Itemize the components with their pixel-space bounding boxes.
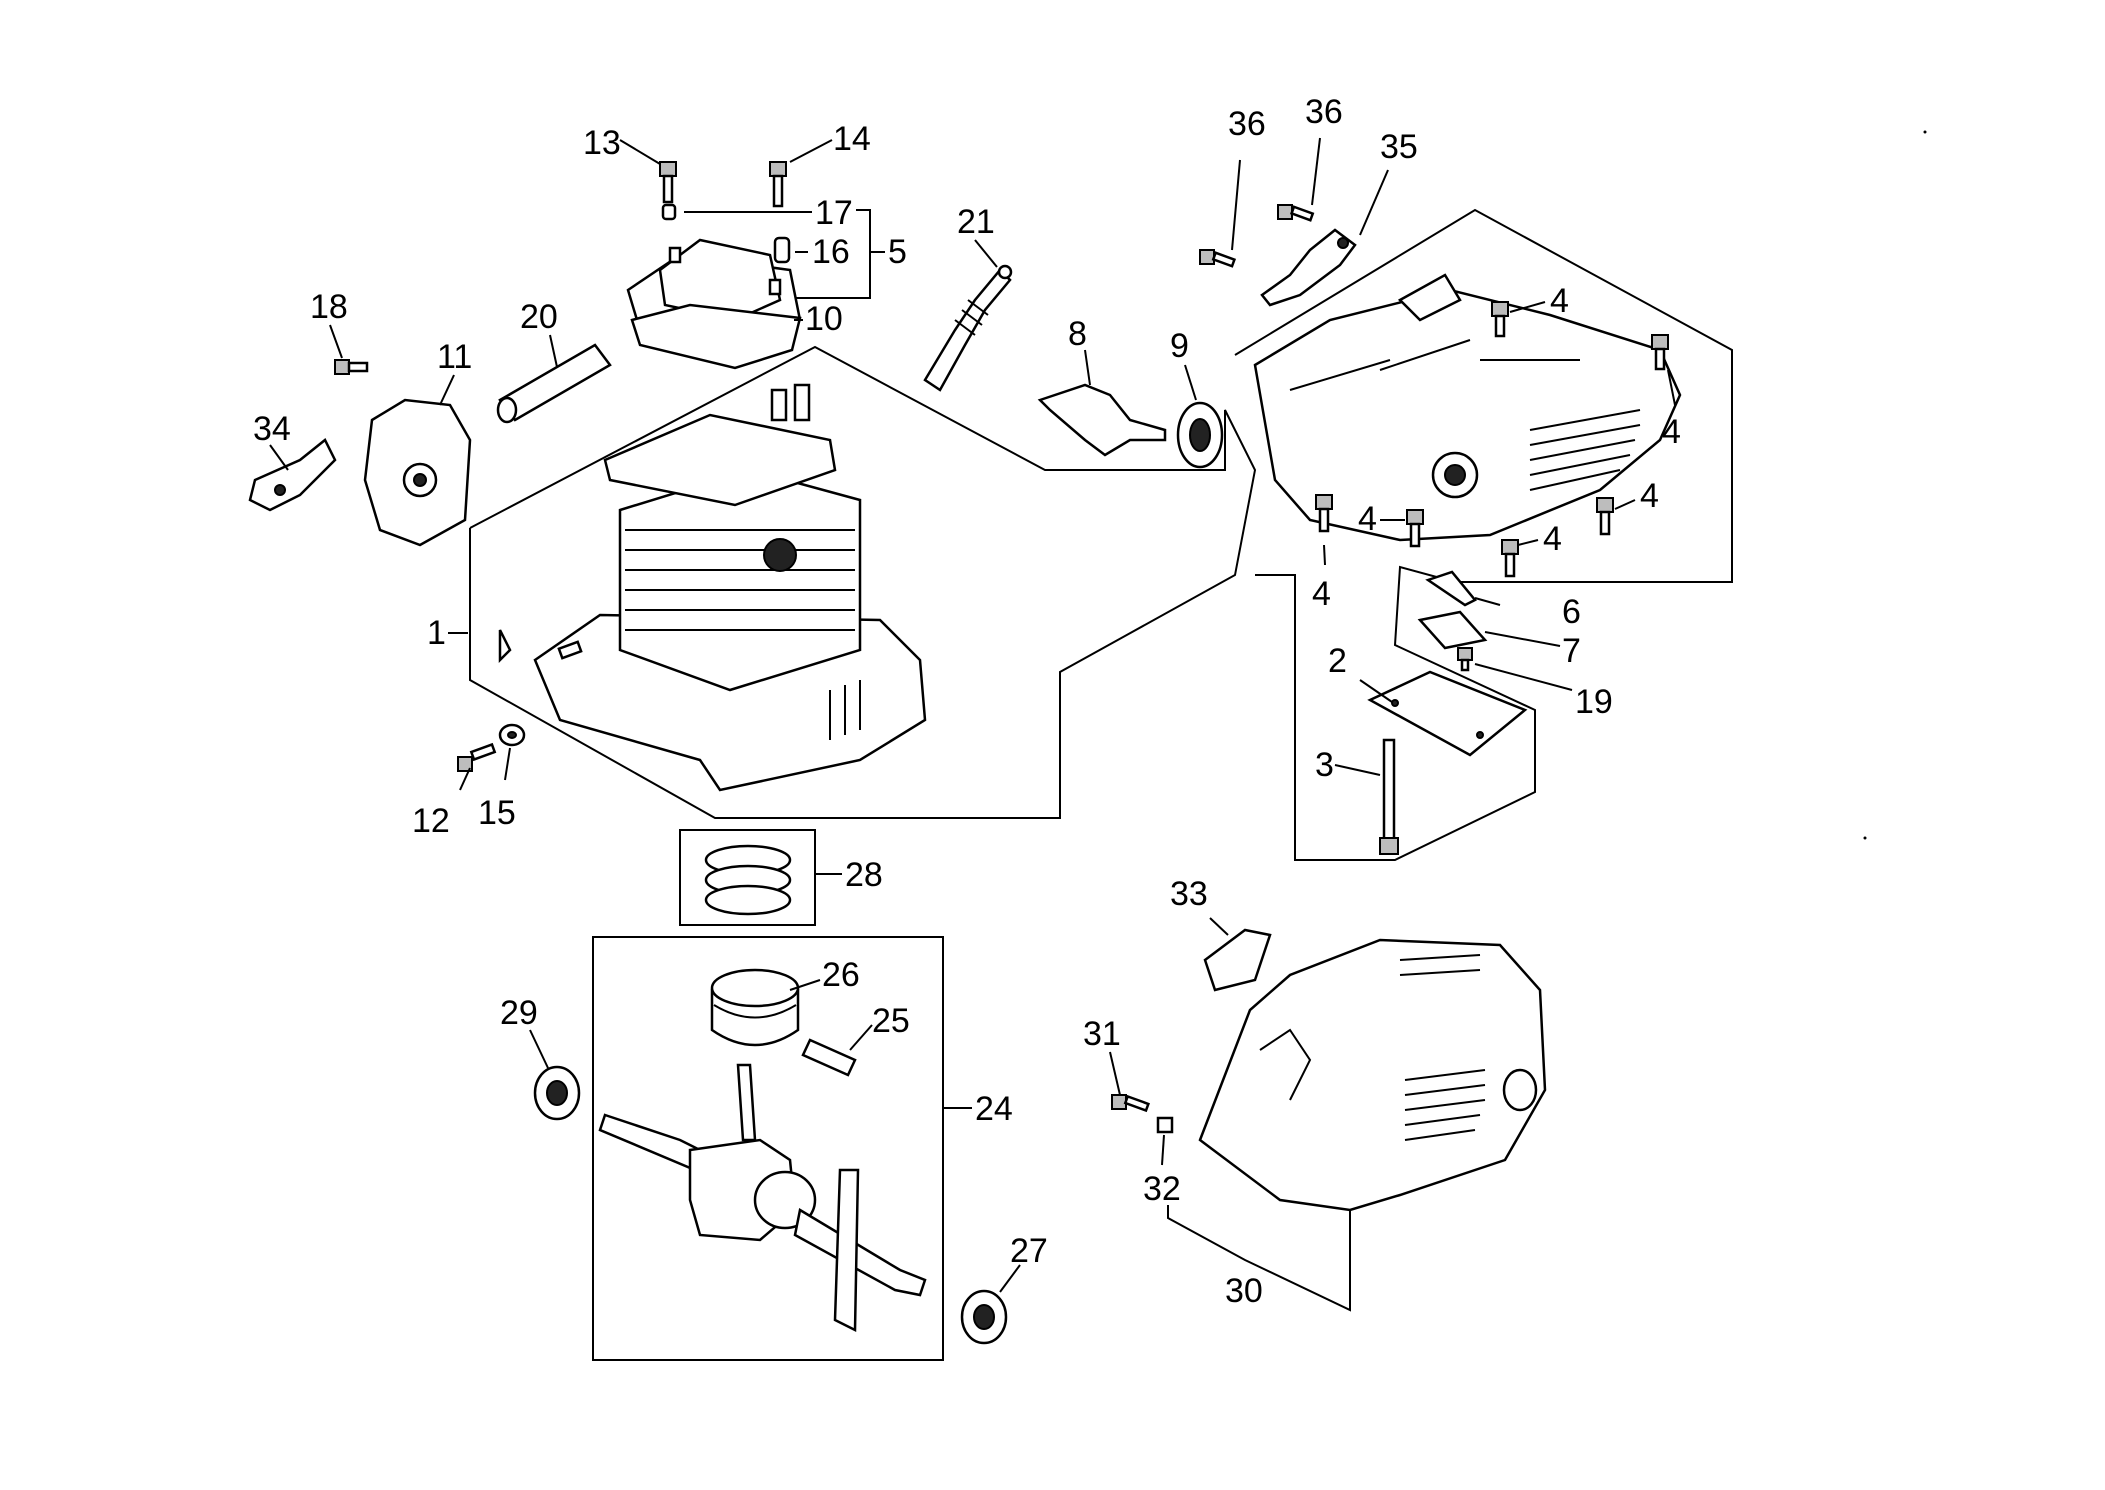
part-screw-12 [457, 742, 497, 772]
part-bolt-3 [1379, 738, 1399, 855]
callout-13: 13 [583, 124, 621, 162]
callout-34: 34 [253, 410, 291, 448]
part-bracket-34 [248, 438, 337, 512]
callout-1: 1 [427, 614, 446, 652]
part-piston-26 [710, 968, 800, 1047]
callout-7: 7 [1562, 632, 1581, 670]
part-washer-15 [498, 723, 526, 747]
callout-11: 11 [437, 338, 472, 376]
part-cover-gasket [630, 303, 802, 370]
callout-26: 26 [822, 956, 860, 994]
part-grommet-16 [773, 236, 791, 264]
callout-25: 25 [872, 1002, 910, 1040]
part-lever-8 [1037, 383, 1167, 457]
callout-4: 4 [1550, 282, 1569, 320]
cylinder-group-outline [469, 345, 1257, 819]
callout-15: 15 [478, 794, 516, 832]
callout-27: 27 [1010, 1232, 1048, 1270]
part-shroud-30 [1198, 938, 1547, 1212]
part-seal-29 [533, 1065, 581, 1121]
callout-33: 33 [1170, 875, 1208, 913]
callout-36: 36 [1305, 93, 1343, 131]
callout-36: 36 [1228, 105, 1266, 143]
callout-3: 3 [1315, 746, 1334, 784]
crankcase-group-outline [1234, 208, 1733, 861]
callout-4: 4 [1662, 413, 1681, 451]
part-seal-9 [1176, 401, 1224, 469]
callout-32: 32 [1143, 1170, 1181, 1208]
part-plate-2 [1367, 670, 1528, 757]
callout-2: 2 [1328, 642, 1347, 680]
callout-8: 8 [1068, 315, 1087, 353]
callout-30: 30 [1225, 1272, 1263, 1310]
callout-35: 35 [1380, 128, 1418, 166]
callout-4: 4 [1358, 500, 1377, 538]
callout-24: 24 [975, 1090, 1013, 1128]
part-bolt-14 [769, 161, 787, 208]
callout-9: 9 [1170, 327, 1189, 365]
callout-labels: 1 2 3 4 4 4 4 4 4 5 6 7 8 9 10 11 12 13 … [253, 93, 1681, 1310]
piston-ring-box [679, 829, 816, 926]
callout-4: 4 [1543, 520, 1562, 558]
callout-19: 19 [1575, 683, 1613, 721]
part-screw-18 [334, 359, 369, 375]
callout-4: 4 [1312, 575, 1331, 613]
group-outlines [469, 208, 1733, 1361]
callout-4: 4 [1640, 477, 1659, 515]
bracket-30 [1167, 1205, 1351, 1312]
callout-28: 28 [845, 856, 883, 894]
part-tube-20 [496, 343, 612, 424]
part-cover-33 [1203, 928, 1272, 992]
callout-31: 31 [1083, 1015, 1121, 1053]
part-plate-6 [1425, 570, 1477, 607]
part-ring-28 [704, 844, 792, 916]
callout-10: 10 [805, 300, 843, 338]
callout-14: 14 [833, 120, 871, 158]
callout-17: 17 [815, 194, 853, 232]
callout-29: 29 [500, 994, 538, 1032]
part-nut-32 [1156, 1116, 1174, 1134]
part-pin-25 [801, 1038, 857, 1077]
callout-5: 5 [888, 233, 907, 271]
part-screw-19 [1457, 647, 1473, 672]
callout-21: 21 [957, 203, 995, 241]
crankshaft-group-box [592, 936, 944, 1361]
part-grommet-17 [661, 203, 677, 221]
part-bracket-35 [1260, 228, 1357, 307]
part-crankshaft [598, 1063, 927, 1333]
part-spark-plug-21 [923, 264, 1013, 392]
part-plate-7 [1417, 610, 1488, 650]
speck [1863, 836, 1867, 840]
bracket-5 [790, 209, 871, 299]
part-cylinder [498, 383, 927, 792]
part-bolt-13 [659, 161, 677, 204]
callout-12: 12 [412, 802, 450, 840]
callout-20: 20 [520, 298, 558, 336]
part-seal-27 [960, 1289, 1008, 1345]
speck [1923, 130, 1927, 134]
callout-6: 6 [1562, 593, 1581, 631]
leader-lines [269, 137, 1676, 1293]
callout-16: 16 [812, 233, 850, 271]
part-bolts-4 [1315, 301, 1669, 578]
part-crankcase [1253, 273, 1682, 542]
callout-18: 18 [310, 288, 348, 326]
part-screws-36 [1199, 204, 1315, 268]
part-cover-11 [363, 398, 472, 547]
part-screw-31 [1111, 1094, 1150, 1113]
